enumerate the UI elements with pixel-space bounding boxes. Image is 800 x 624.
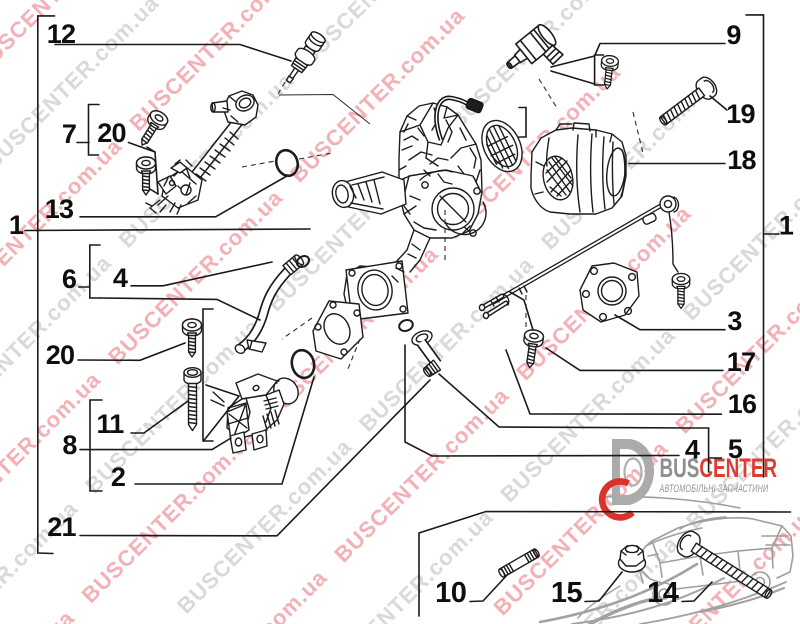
svg-text:21: 21 [47, 512, 76, 542]
svg-text:10: 10 [435, 577, 466, 609]
svg-text:15: 15 [551, 577, 583, 609]
svg-text:20: 20 [97, 118, 125, 148]
svg-text:16: 16 [728, 389, 757, 419]
svg-text:5: 5 [728, 434, 743, 464]
svg-text:9: 9 [726, 20, 741, 50]
svg-text:1: 1 [779, 211, 794, 241]
svg-text:7: 7 [62, 119, 76, 149]
svg-text:13: 13 [45, 194, 74, 224]
svg-text:8: 8 [62, 430, 77, 460]
svg-text:14: 14 [647, 577, 679, 609]
svg-text:20: 20 [46, 340, 74, 370]
svg-text:4: 4 [113, 263, 128, 293]
svg-text:АВТОМОБІЛЬНІ ЗАПЧАСТИНИ: АВТОМОБІЛЬНІ ЗАПЧАСТИНИ [659, 483, 769, 495]
svg-text:3: 3 [727, 306, 742, 336]
svg-text:BUSCENTER: BUSCENTER [660, 453, 778, 483]
svg-text:2: 2 [111, 462, 125, 492]
svg-text:12: 12 [47, 19, 75, 49]
svg-text:1: 1 [9, 210, 24, 240]
svg-text:4: 4 [685, 435, 700, 465]
svg-text:17: 17 [727, 347, 755, 377]
svg-text:11: 11 [97, 409, 125, 439]
svg-text:19: 19 [726, 99, 755, 129]
svg-text:6: 6 [62, 264, 77, 294]
svg-text:18: 18 [727, 145, 756, 175]
